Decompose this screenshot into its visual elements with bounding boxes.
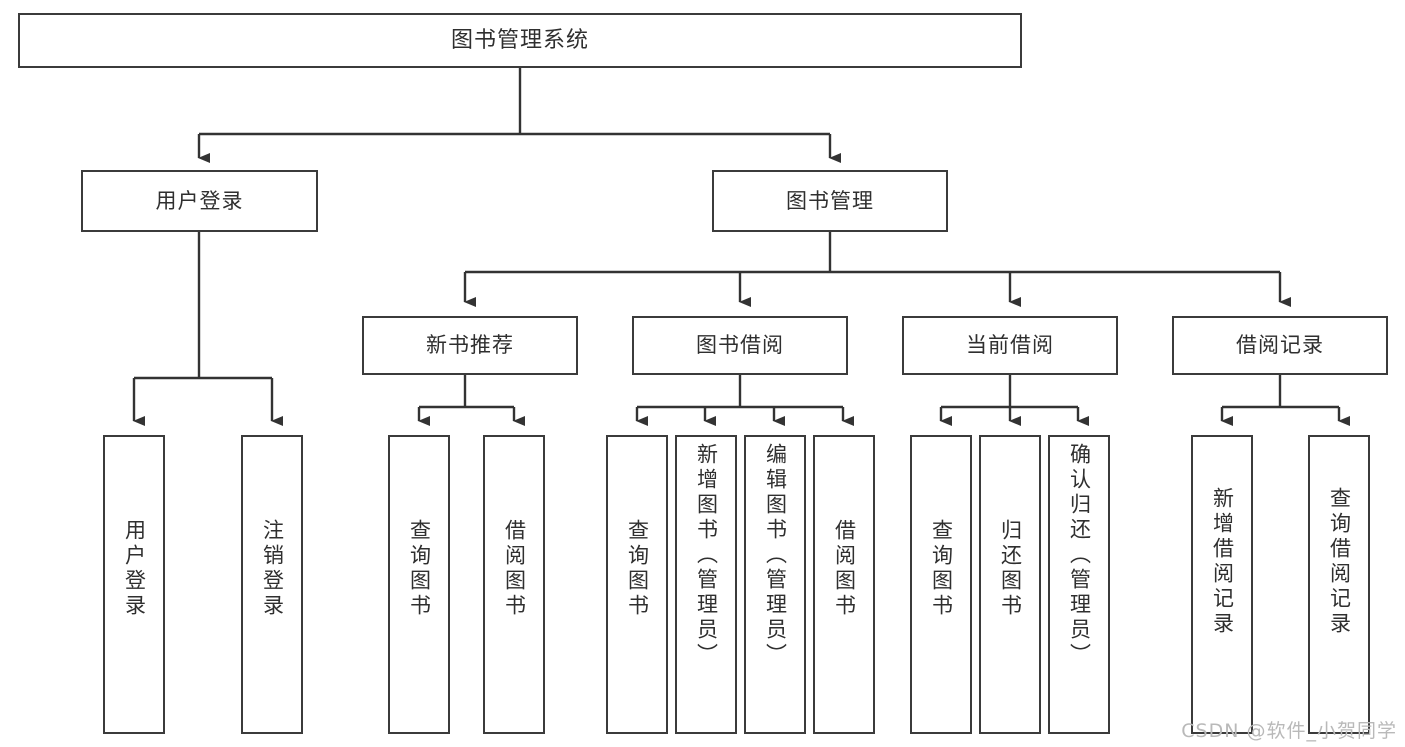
node-label: 图书管理系统	[450, 27, 589, 53]
leaf-return-book[interactable]: 归还图书	[979, 435, 1041, 734]
node-root-system[interactable]: 图书管理系统	[18, 13, 1022, 68]
node-book-borrow[interactable]: 图书借阅	[632, 316, 848, 375]
node-current-borrow[interactable]: 当前借阅	[902, 316, 1118, 375]
leaf-query-book-borrow[interactable]: 查询图书	[606, 435, 668, 734]
node-label: 注销登录	[260, 519, 285, 619]
node-label: 用户登录	[155, 188, 244, 213]
leaf-borrow-book-newbook[interactable]: 借阅图书	[483, 435, 545, 734]
node-label: 查询借阅记录	[1327, 487, 1352, 637]
node-label: 编辑图书（管理员）	[763, 443, 788, 668]
node-label: 当前借阅	[966, 333, 1054, 358]
leaf-add-borrow-record[interactable]: 新增借阅记录	[1191, 435, 1253, 734]
leaf-borrow-book-borrow[interactable]: 借阅图书	[813, 435, 875, 734]
node-label: 借阅图书	[832, 519, 857, 619]
leaf-confirm-return-admin[interactable]: 确认归还（管理员）	[1048, 435, 1110, 734]
node-user-login[interactable]: 用户登录	[81, 170, 318, 232]
node-label: 借阅记录	[1236, 333, 1324, 358]
node-label: 新增借阅记录	[1210, 487, 1235, 637]
node-label: 查询图书	[407, 519, 432, 619]
node-label: 新书推荐	[426, 333, 514, 358]
leaf-add-book-admin[interactable]: 新增图书（管理员）	[675, 435, 737, 734]
node-new-book-recommend[interactable]: 新书推荐	[362, 316, 578, 375]
node-label: 查询图书	[929, 519, 954, 619]
node-label: 查询图书	[625, 519, 650, 619]
leaf-user-login[interactable]: 用户登录	[103, 435, 165, 734]
node-label: 新增图书（管理员）	[694, 443, 719, 668]
leaf-query-book-newbook[interactable]: 查询图书	[388, 435, 450, 734]
node-label: 确认归还（管理员）	[1067, 443, 1092, 668]
node-book-management[interactable]: 图书管理	[712, 170, 948, 232]
node-label: 归还图书	[998, 519, 1023, 619]
leaf-query-borrow-record[interactable]: 查询借阅记录	[1308, 435, 1370, 734]
node-label: 图书管理	[786, 188, 874, 213]
node-label: 图书借阅	[696, 333, 784, 358]
node-borrow-record[interactable]: 借阅记录	[1172, 316, 1388, 375]
leaf-query-book-current[interactable]: 查询图书	[910, 435, 972, 734]
leaf-edit-book-admin[interactable]: 编辑图书（管理员）	[744, 435, 806, 734]
node-label: 借阅图书	[502, 519, 527, 619]
leaf-logout-login[interactable]: 注销登录	[241, 435, 303, 734]
node-label: 用户登录	[122, 519, 147, 619]
